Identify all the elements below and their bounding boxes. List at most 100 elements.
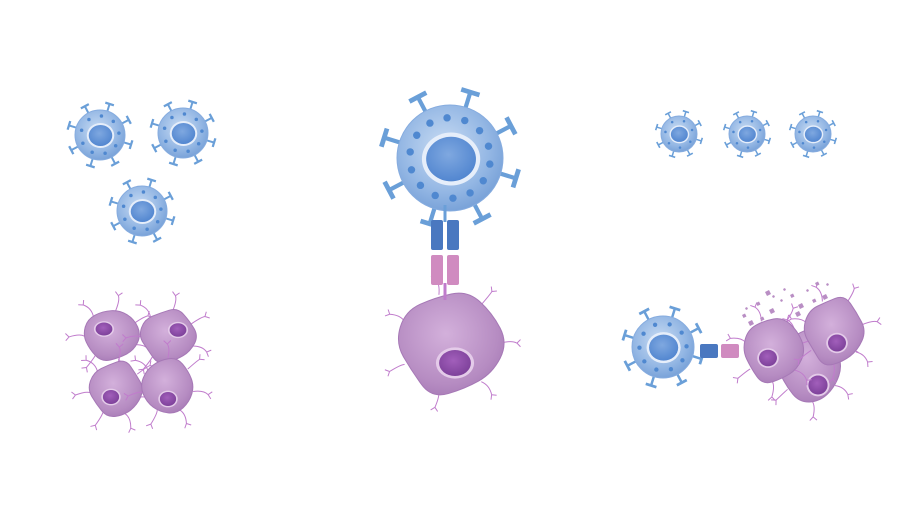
tcell-granule: [746, 146, 750, 149]
tcell-receptor-cap: [686, 152, 694, 157]
tumor-nucleus: [828, 334, 846, 352]
tcell-granule: [735, 142, 739, 145]
tcell-receptor-cap: [504, 116, 518, 136]
center-tcell-body: [379, 87, 521, 229]
tcell-receptor-cap: [645, 382, 657, 389]
right-tumor-top: [786, 282, 882, 383]
tcell-granule: [103, 151, 107, 156]
debris-fragment: [742, 313, 747, 318]
tumor-filopodium-tip: [750, 302, 758, 308]
synapse-car: [700, 344, 718, 358]
debris-fragment: [748, 320, 754, 326]
tumor-body: [88, 360, 143, 418]
debris-fragment: [756, 301, 761, 306]
tcell-granule: [679, 330, 684, 335]
tcell-granule: [413, 131, 421, 139]
tumor-filopodium: [855, 351, 869, 363]
tumor-filopodium-tip: [490, 394, 497, 400]
tcell-receptor-cap: [638, 307, 650, 316]
tumor-filopodium: [115, 295, 120, 311]
debris-fragment: [826, 283, 829, 286]
tumor-filopodium: [737, 368, 751, 379]
tumor-filopodium: [117, 346, 121, 363]
tcell-receptor-cap: [104, 101, 115, 107]
tcell-receptor-cap: [66, 120, 72, 131]
tcell-granule: [129, 193, 133, 198]
tumor-filopodium-tip: [732, 377, 739, 384]
debris-fragment: [765, 290, 771, 296]
tcell-granule: [637, 345, 642, 350]
tumor-body: [83, 310, 140, 361]
tcell-granule: [111, 119, 116, 124]
tcell-granule: [132, 226, 136, 231]
tumor-filopodium-tip: [90, 424, 98, 431]
tumor-nucleus: [759, 349, 777, 367]
tcell-granule: [804, 120, 808, 124]
tcell-receptor-cap: [110, 221, 117, 231]
tcell-nucleus: [88, 125, 113, 146]
tcell-granule: [123, 217, 127, 221]
tumor-filopodium-tip: [490, 286, 497, 292]
tumor-filopodium: [187, 358, 200, 370]
tumor-filopodium-tip: [867, 361, 873, 368]
tcell-receptor-cap: [697, 119, 702, 127]
tcell-receptor-cap: [151, 143, 158, 153]
left-tcell-1: [66, 101, 134, 169]
tcell-receptor-cap: [669, 305, 681, 312]
tcell-granule: [642, 359, 647, 364]
debris-fragment: [822, 294, 828, 300]
tcell-granule: [443, 114, 451, 122]
tcell-receptor-cap: [108, 196, 114, 207]
tcell-receptor-cap: [408, 90, 428, 104]
tumor-filopodium: [192, 345, 208, 353]
tcell-receptor-cap: [125, 115, 132, 125]
tcell-granule: [664, 130, 667, 134]
tcell-granule: [194, 117, 199, 122]
tcell-receptor-cap: [168, 161, 179, 167]
tcell-nucleus: [804, 126, 822, 142]
tcell-granule: [667, 142, 671, 145]
tcell-receptor-cap: [85, 163, 96, 169]
tcell-receptor-cap: [460, 87, 481, 98]
tcell-granule: [732, 130, 735, 134]
tumor-filopodium: [85, 359, 98, 371]
tcell-granule: [449, 194, 457, 202]
tcell-receptor-cap: [765, 119, 770, 127]
car-scfv-left: [431, 220, 443, 250]
tumor-filopodium: [481, 381, 493, 395]
tcell-granule: [81, 141, 85, 145]
tumor-filopodium: [179, 409, 187, 424]
tcell-granule: [182, 112, 187, 116]
tumor-filopodium: [68, 334, 85, 338]
tumor-filopodium-tip: [184, 423, 192, 429]
tcell-receptor-cap: [146, 177, 157, 183]
antigen-right: [447, 255, 459, 285]
tumor-nucleus: [439, 350, 471, 376]
tcell-receptor-cap: [668, 154, 676, 159]
tumor-filopodium-tip: [163, 340, 172, 345]
tumor-filopodium: [83, 304, 94, 317]
tumor-nucleus: [169, 323, 187, 337]
tumor-filopodium-tip: [115, 343, 124, 348]
tcell-granule: [757, 140, 760, 143]
center-tumor-cell: [384, 274, 521, 412]
debris-fragment: [769, 308, 775, 314]
tumor-filopodium-tip: [767, 396, 776, 401]
tcell-receptor-cap: [664, 111, 672, 116]
tcell-granule: [652, 322, 658, 327]
tumor-filopodium-tip: [725, 333, 731, 342]
right-tcell-2: [722, 109, 772, 159]
tcell-receptor-cap: [122, 179, 132, 186]
car-receptor-pair: [431, 205, 459, 300]
tcell-granule: [121, 204, 126, 209]
tcell-receptor-cap: [193, 158, 203, 165]
tcell-granule: [816, 120, 820, 123]
tcell-granule: [117, 131, 121, 135]
tcell-receptor-cap: [722, 123, 727, 131]
tcell-granule: [682, 120, 686, 123]
tcell-granule: [690, 128, 694, 132]
tumor-filopodium: [798, 349, 812, 361]
tcell-granule: [426, 119, 434, 127]
tcell-granule: [407, 166, 416, 174]
